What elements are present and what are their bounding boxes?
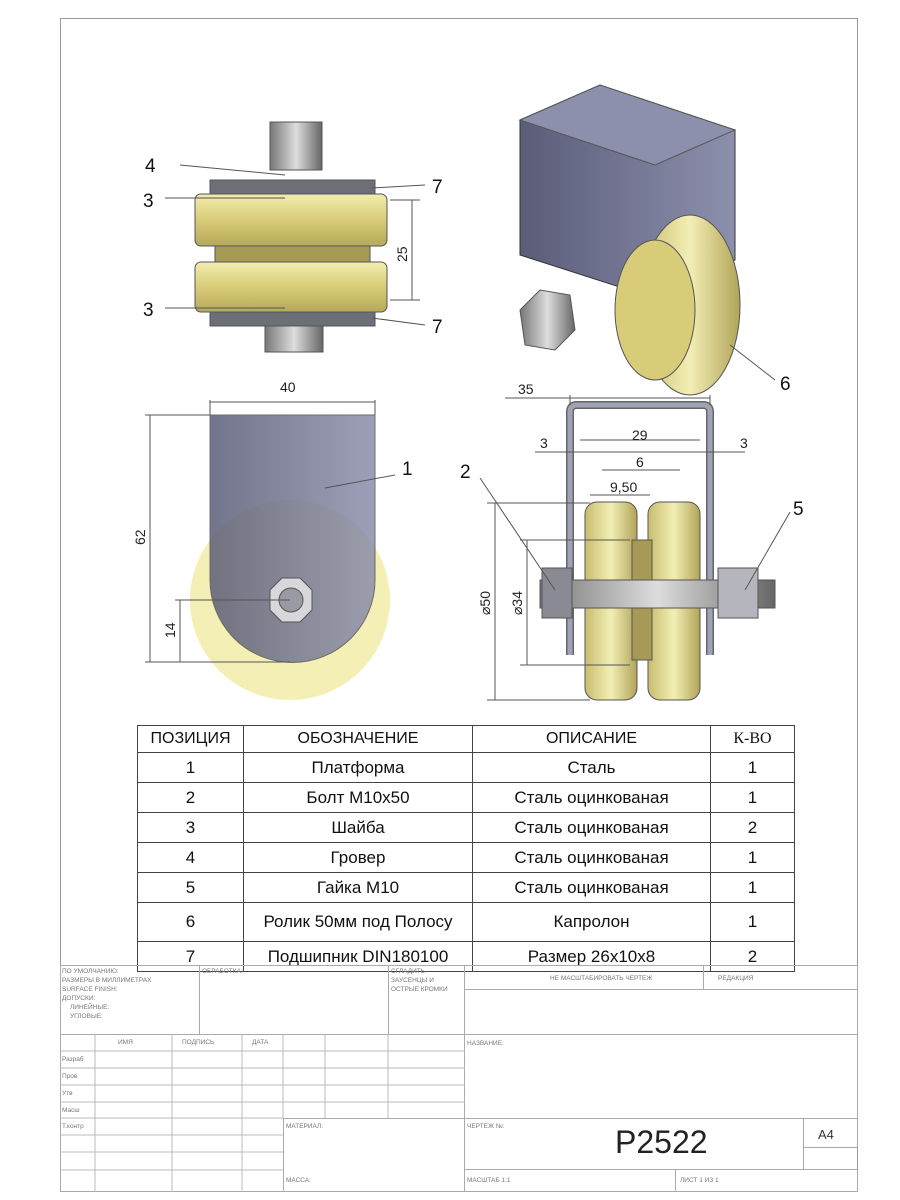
dim-29: 29 (632, 427, 648, 443)
callout-4: 4 (145, 156, 156, 177)
dim-6: 6 (636, 454, 644, 470)
dim-14: 14 (162, 622, 178, 638)
tb-processing: ОБРАБОТКА: (202, 968, 243, 975)
top-view-assembly (165, 121, 426, 353)
tb-name-col: ИМЯ (118, 1039, 133, 1046)
tb-role: Пров (62, 1073, 78, 1080)
tb-role: Масш (62, 1107, 80, 1114)
tb-finish: SURFACE FINISH: (62, 986, 118, 993)
dim-40: 40 (280, 379, 296, 395)
dim-35: 35 (518, 381, 534, 397)
dim-3-left: 3 (540, 435, 548, 451)
tb-tolerances: ДОПУСКИ: (62, 995, 96, 1002)
front-view (479, 395, 791, 701)
header-description: ОПИСАНИЕ (472, 725, 711, 753)
callout-3: 3 (143, 300, 154, 321)
tb-mass: МАССА: (286, 1177, 311, 1184)
tb-angular: УГЛОВЫЕ: (70, 1013, 103, 1020)
tb-units: РАЗМЕРЫ В МИЛЛИМЕТРАХ (62, 977, 152, 984)
callout-2: 2 (460, 462, 471, 483)
tb-date-col: ДАТА (252, 1039, 269, 1046)
tb-role: Утв (62, 1090, 73, 1097)
callout-5: 5 (793, 499, 804, 520)
sheet-frame (60, 18, 858, 1192)
side-view-bracket (145, 400, 396, 700)
header-quantity: К-ВО (710, 725, 795, 753)
tb-material: МАТЕРИАЛ: (286, 1123, 324, 1130)
tb-signature-col: ПОДПИСЬ (182, 1039, 215, 1046)
tb-deburr: СГЛАДИТЬ ЗАУСЕНЦЫ И ОСТРЫЕ КРОМКИ (391, 968, 448, 993)
iso-view (518, 84, 776, 396)
tb-linear: ЛИНЕЙНЫЕ: (70, 1004, 110, 1011)
callout-7: 7 (432, 317, 443, 338)
callout-6: 6 (780, 374, 791, 395)
tb-role: Разраб (62, 1056, 84, 1063)
dim-3-right: 3 (740, 435, 748, 451)
tb-sheet: ЛИСТ 1 ИЗ 1 (680, 1177, 719, 1184)
tb-no-scale: НЕ МАСШТАБИРОВАТЬ ЧЕРТЕЖ (550, 975, 653, 982)
callout-1: 1 (402, 459, 413, 480)
sheet-size: A4 (818, 1127, 834, 1142)
dim-25: 25 (394, 246, 410, 262)
drawing-views: 4 3 3 7 7 1 2 5 6 25 40 62 14 35 29 3 3 … (132, 84, 804, 701)
dim-62: 62 (132, 529, 148, 545)
dimensions: 25 40 62 14 35 29 3 3 6 9,50 ⌀50 ⌀34 (132, 246, 748, 638)
header-position: ПОЗИЦИЯ (137, 725, 244, 753)
callout-7: 7 (432, 177, 443, 198)
tb-drawing-no-label: ЧЕРТЕЖ №: (467, 1123, 505, 1130)
callouts: 4 3 3 7 7 1 2 5 6 (143, 156, 804, 520)
tb-title-label: НАЗВАНИЕ: (467, 1040, 504, 1047)
tb-role: Т.контр (62, 1123, 84, 1130)
callout-3: 3 (143, 191, 154, 212)
drawing-number: P2522 (615, 1124, 708, 1160)
dim-9-50: 9,50 (610, 479, 637, 495)
dim-diameter-34: ⌀34 (509, 591, 525, 615)
tb-defaults: ПО УМОЛЧАНИЮ: (62, 968, 119, 975)
tb-revision: РЕДАКЦИЯ (718, 975, 754, 982)
dim-diameter-50: ⌀50 (477, 591, 493, 615)
tb-scale: МАСШТАБ 1:1 (467, 1177, 511, 1184)
table-header-row: ПОЗИЦИЯ ОБОЗНАЧЕНИЕ ОПИСАНИЕ К-ВО (137, 725, 795, 753)
header-designation: ОБОЗНАЧЕНИЕ (243, 725, 473, 753)
